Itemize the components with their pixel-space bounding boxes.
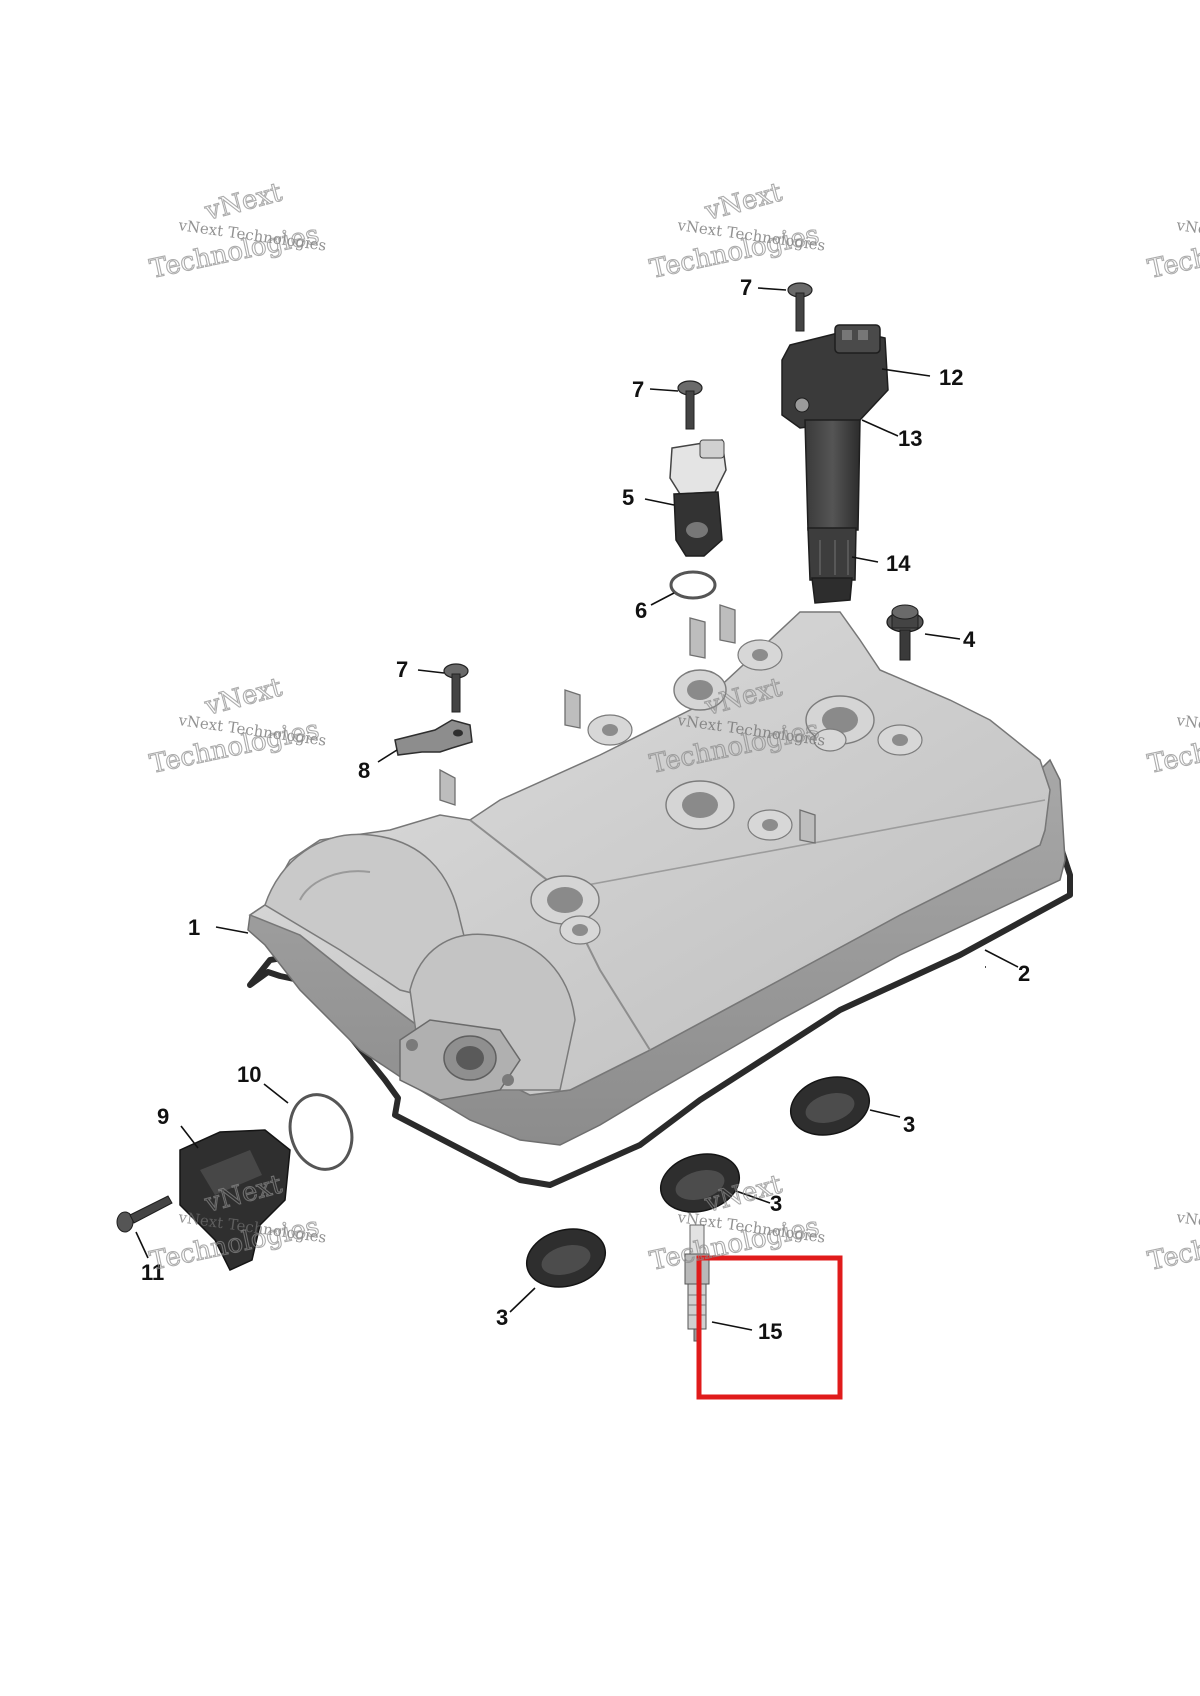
svg-text:vNext: vNext — [201, 177, 286, 227]
callout-7-left: 7 — [396, 657, 408, 682]
callout-4: 4 — [963, 627, 976, 652]
plug-bolt-part-4 — [886, 604, 924, 661]
callout-11: 11 — [141, 1260, 164, 1285]
callout-12: 12 — [939, 365, 963, 390]
callout-3-middle: 3 — [770, 1191, 782, 1216]
callout-labels: 1 2 3 3 3 4 5 6 7 7 7 8 9 10 11 12 13 14… — [141, 275, 1030, 1344]
sensor-part-9 — [179, 1129, 291, 1271]
callout-15: 15 — [758, 1319, 782, 1344]
leader-lines — [135, 287, 1019, 1331]
ignition-coil-part-12-13-14 — [781, 324, 889, 604]
seal-part-3-right — [789, 1076, 871, 1136]
callout-1: 1 — [188, 915, 200, 940]
watermark-edge-2: vNext Technologies Technologies — [1145, 711, 1200, 780]
svg-text:vNext: vNext — [701, 177, 786, 227]
highlight-box-part-15 — [696, 1255, 843, 1400]
watermark-edge-3: vNext Technologies Technologies — [1145, 1208, 1200, 1277]
callout-7-top: 7 — [740, 275, 752, 300]
svg-text:vNext: vNext — [201, 672, 286, 722]
watermark-1: vNext vNext Technologies Technologies — [147, 177, 328, 285]
watermark-edge-1: vNext Technologies Technologies — [1145, 216, 1200, 285]
watermark-2: vNext vNext Technologies Technologies — [647, 177, 827, 285]
callout-9: 9 — [157, 1104, 169, 1129]
sensor-part-5 — [669, 439, 727, 557]
bolt-part-11 — [116, 1195, 173, 1233]
screw-part-7-top — [787, 282, 813, 332]
callout-6: 6 — [635, 598, 647, 623]
callout-13: 13 — [898, 426, 922, 451]
bracket-part-8 — [394, 719, 473, 756]
callout-10: 10 — [237, 1062, 261, 1087]
watermark-3: vNext vNext Technologies Technologies — [147, 672, 328, 780]
callout-8: 8 — [358, 758, 370, 783]
seal-part-3-left — [525, 1228, 607, 1288]
screw-part-7-middle — [677, 380, 703, 430]
valve-cover-part-1 — [247, 604, 1066, 1146]
callout-5: 5 — [622, 485, 634, 510]
seal-part-3-middle — [659, 1153, 741, 1213]
callout-3-left: 3 — [496, 1305, 508, 1330]
callout-3-right: 3 — [903, 1112, 915, 1137]
callout-2: 2 — [1018, 961, 1030, 986]
callout-14: 14 — [886, 551, 911, 576]
o-ring-part-6 — [669, 570, 717, 600]
watermark-4: vNext vNext Technologies Technologies — [647, 672, 827, 780]
callout-7-middle: 7 — [632, 377, 644, 402]
o-ring-part-10 — [288, 1093, 354, 1171]
screw-part-7-left — [443, 663, 469, 713]
